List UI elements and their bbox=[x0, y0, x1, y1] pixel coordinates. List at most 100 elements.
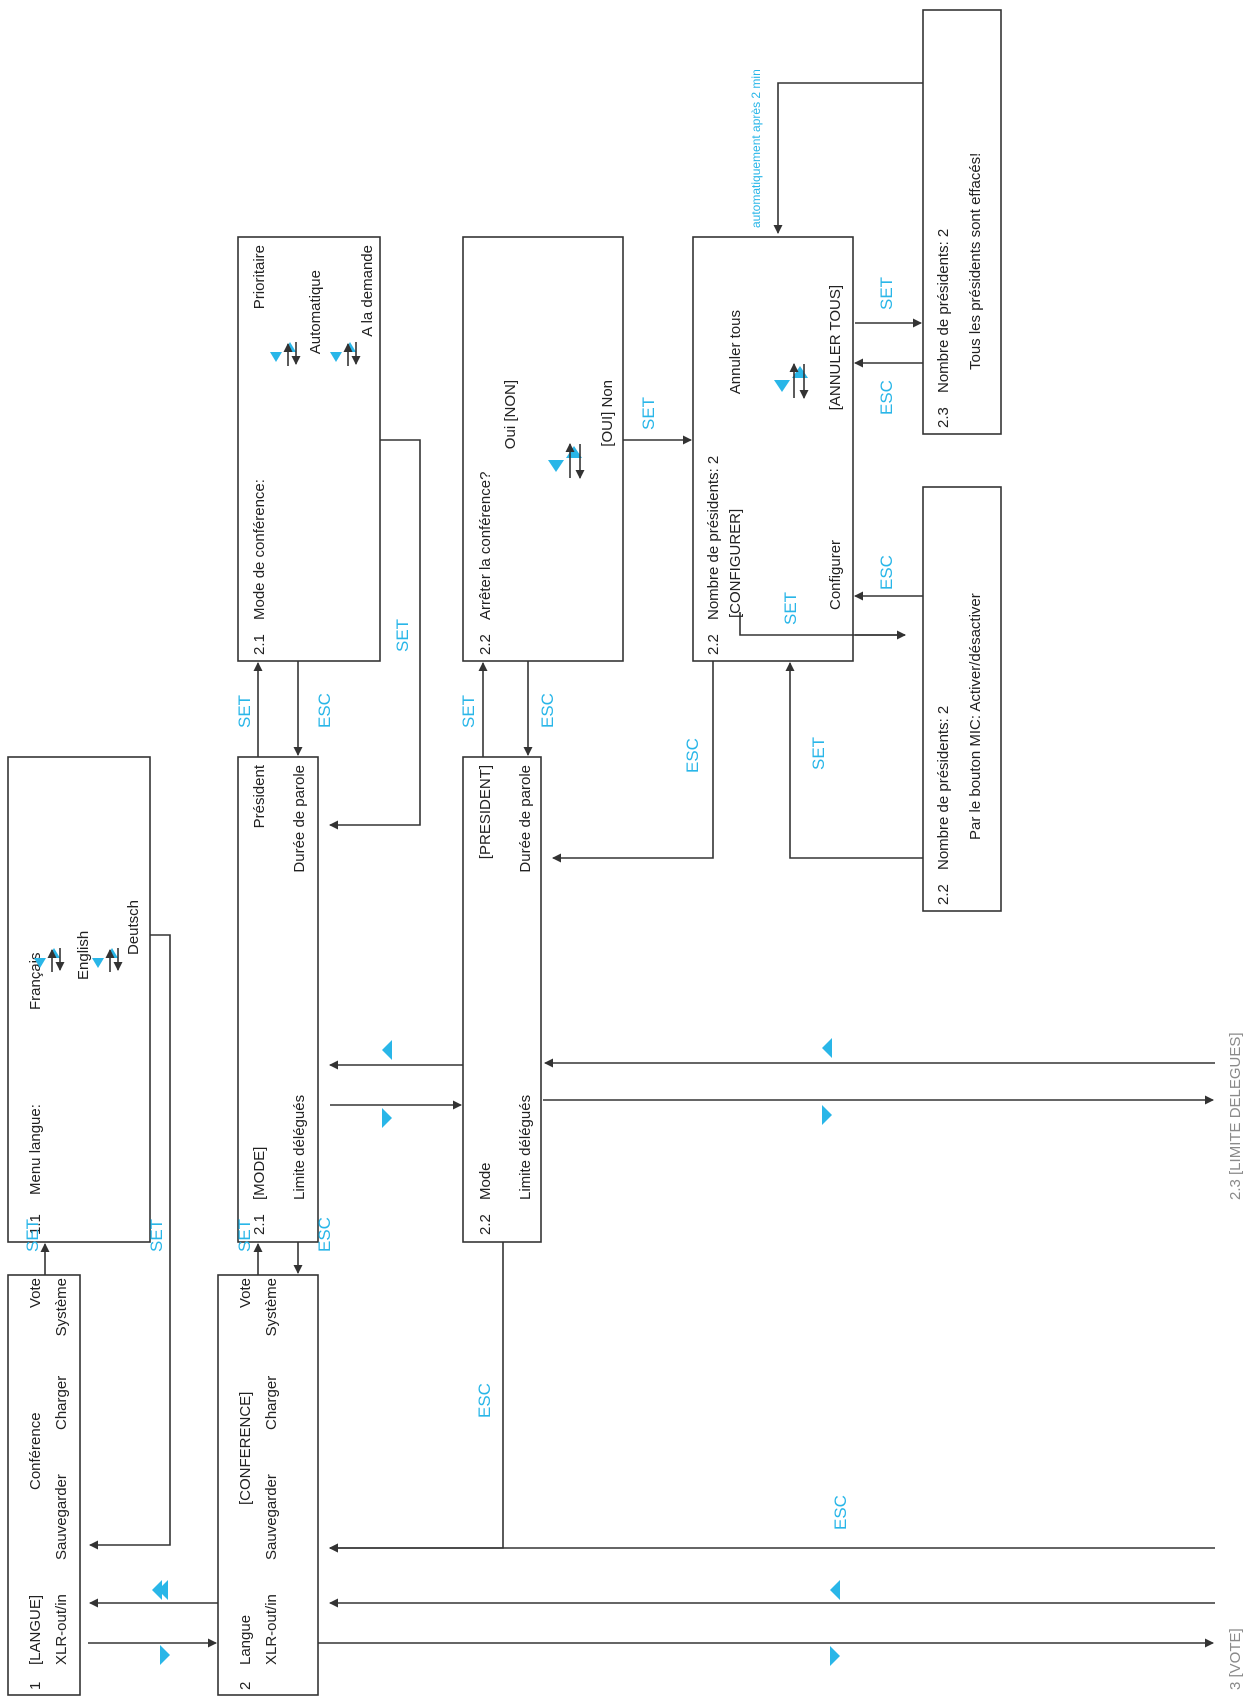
set-return-line bbox=[89, 934, 171, 1550]
box-2-item-xlr: XLR-out/in bbox=[263, 1594, 280, 1665]
box-1-item-langue: [LANGUE] bbox=[27, 1595, 44, 1665]
box-1-item-xlr: XLR-out/in bbox=[53, 1594, 70, 1665]
box-2-item-charger: Charger bbox=[263, 1376, 280, 1430]
box-1-item-conference: Conférence bbox=[27, 1412, 44, 1490]
box-2-1-item-mode: [MODE] bbox=[251, 1147, 268, 1200]
box-2-2-presidents-configurer: Configurer bbox=[827, 540, 844, 610]
box-2-1-mode-number: 2.1 bbox=[251, 634, 268, 655]
next-menu-vote: 3 [VOTE] bbox=[1227, 1628, 1244, 1690]
box-1-1-language bbox=[7, 756, 151, 1243]
box-2-1-item-president: Président bbox=[251, 764, 268, 828]
esc-label: ESC bbox=[683, 738, 702, 773]
box-2-2-mic-button bbox=[922, 486, 1002, 912]
box-2-2-presidents-number: 2.2 bbox=[705, 634, 722, 655]
box-2-3-title: Nombre de présidents: 2 bbox=[935, 229, 952, 393]
left-triangle-icon bbox=[152, 1580, 162, 1600]
set-line bbox=[739, 612, 906, 640]
left-triangle-icon bbox=[822, 1038, 832, 1058]
box-2-2-stop bbox=[462, 236, 624, 662]
esc-label: ESC bbox=[831, 1495, 850, 1530]
box-2-2-stop-option-oui: [OUI] Non bbox=[599, 380, 616, 447]
box-1-1-option-english: English bbox=[75, 931, 92, 980]
next-menu-limite-delegues: 2.3 [LIMITE DELEGUES] bbox=[1227, 1032, 1244, 1200]
box-2-2-presidents-annuler-selected: [ANNULER TOUS] bbox=[827, 285, 844, 410]
set-label: SET bbox=[23, 1219, 42, 1252]
selector-icon bbox=[270, 342, 301, 366]
set-line bbox=[785, 662, 923, 859]
esc-label: ESC bbox=[475, 1383, 494, 1418]
box-1-1-number: 1.1 bbox=[27, 1214, 44, 1235]
auto-return-line bbox=[773, 82, 923, 234]
box-1-item-sauvegarder: Sauvegarder bbox=[53, 1474, 70, 1560]
box-1-1-option-deutsch: Deutsch bbox=[125, 900, 142, 955]
box-2-item-conference: [CONFERENCE] bbox=[237, 1392, 254, 1505]
box-2-item-vote: Vote bbox=[237, 1278, 254, 1308]
box-2-2-stop-title: Arrêter la conférence? bbox=[477, 472, 494, 620]
box-1-item-systeme: Système bbox=[53, 1278, 70, 1336]
box-2-2-mic-number: 2.2 bbox=[935, 884, 952, 905]
right-triangle-icon bbox=[382, 1108, 392, 1128]
box-1-number: 1 bbox=[27, 1682, 44, 1690]
set-label: SET bbox=[235, 1219, 254, 1252]
set-label: SET bbox=[877, 277, 896, 310]
box-2-number: 2 bbox=[237, 1682, 254, 1690]
auto-return-label: automatiquement après 2 min bbox=[749, 69, 763, 228]
esc-line bbox=[552, 661, 714, 863]
set-label: SET bbox=[459, 695, 478, 728]
right-triangle-icon bbox=[160, 1645, 170, 1665]
box-2-1-menu bbox=[237, 756, 319, 1243]
set-return-line bbox=[329, 439, 421, 830]
left-triangle-icon bbox=[830, 1580, 840, 1600]
selector-icon bbox=[774, 363, 809, 399]
box-2-2-item-mode: Mode bbox=[477, 1162, 494, 1200]
left-triangle-icon bbox=[158, 1580, 168, 1600]
selector-icon bbox=[92, 948, 123, 972]
box-1-item-charger: Charger bbox=[53, 1376, 70, 1430]
box-2-2-presidents-configurer-selected: [CONFIGURER] bbox=[727, 509, 744, 618]
right-triangle-icon bbox=[822, 1105, 832, 1125]
box-2-2-item-duree: Durée de parole bbox=[517, 765, 534, 873]
box-2-1-mode-option-prioritaire: Prioritaire bbox=[251, 245, 268, 309]
box-2-2-number: 2.2 bbox=[477, 1214, 494, 1235]
box-2-2-stop-option-non: Oui [NON] bbox=[502, 380, 519, 449]
box-2-2-mic-message: Par le bouton MIC: Activer/désactiver bbox=[967, 593, 984, 840]
box-2-2-item-president: [PRESIDENT] bbox=[477, 765, 494, 859]
box-2-1-mode-option-demande: A la demande bbox=[359, 245, 376, 337]
set-label: SET bbox=[393, 619, 412, 652]
esc-label: ESC bbox=[315, 693, 334, 728]
esc-label: ESC bbox=[538, 693, 557, 728]
esc-label: ESC bbox=[315, 1217, 334, 1252]
box-2-3-message: Tous les présidents sont effacés! bbox=[967, 153, 984, 370]
set-label: SET bbox=[235, 695, 254, 728]
box-2-1-number: 2.1 bbox=[251, 1214, 268, 1235]
set-label: SET bbox=[809, 737, 828, 770]
box-2-2-presidents bbox=[692, 236, 854, 662]
selector-icon bbox=[34, 948, 65, 972]
box-2-2-presidents-annuler: Annuler tous bbox=[727, 310, 744, 394]
box-2-1-mode bbox=[237, 236, 381, 662]
box-2-1-item-duree: Durée de parole bbox=[291, 765, 308, 873]
box-2-1-mode-title: Mode de conférence: bbox=[251, 479, 268, 620]
box-2-3-cleared bbox=[922, 9, 1002, 435]
set-label: SET bbox=[781, 592, 800, 625]
box-2-1-mode-option-automatique: Automatique bbox=[307, 270, 324, 354]
box-2-2-presidents-title: Nombre de présidents: 2 bbox=[705, 456, 722, 620]
left-triangle-icon bbox=[382, 1040, 392, 1060]
selector-icon bbox=[330, 342, 361, 366]
box-2-item-langue: Langue bbox=[237, 1615, 254, 1665]
box-2-item-sauvegarder: Sauvegarder bbox=[263, 1474, 280, 1560]
box-2-2-menu bbox=[462, 756, 542, 1243]
box-1-main-menu bbox=[7, 1274, 81, 1696]
esc-label: ESC bbox=[877, 380, 896, 415]
box-2-item-systeme: Système bbox=[263, 1278, 280, 1336]
box-2-2-stop-number: 2.2 bbox=[477, 634, 494, 655]
box-2-2-item-limite: Limite délégués bbox=[517, 1095, 534, 1200]
box-2-3-number: 2.3 bbox=[935, 407, 952, 428]
box-1-item-vote: Vote bbox=[27, 1278, 44, 1308]
esc-label: ESC bbox=[877, 555, 896, 590]
box-2-2-mic-title: Nombre de présidents: 2 bbox=[935, 706, 952, 870]
box-1-1-title: Menu langue: bbox=[27, 1104, 44, 1195]
box-2-main-menu bbox=[217, 1274, 319, 1696]
selector-icon bbox=[548, 443, 585, 479]
